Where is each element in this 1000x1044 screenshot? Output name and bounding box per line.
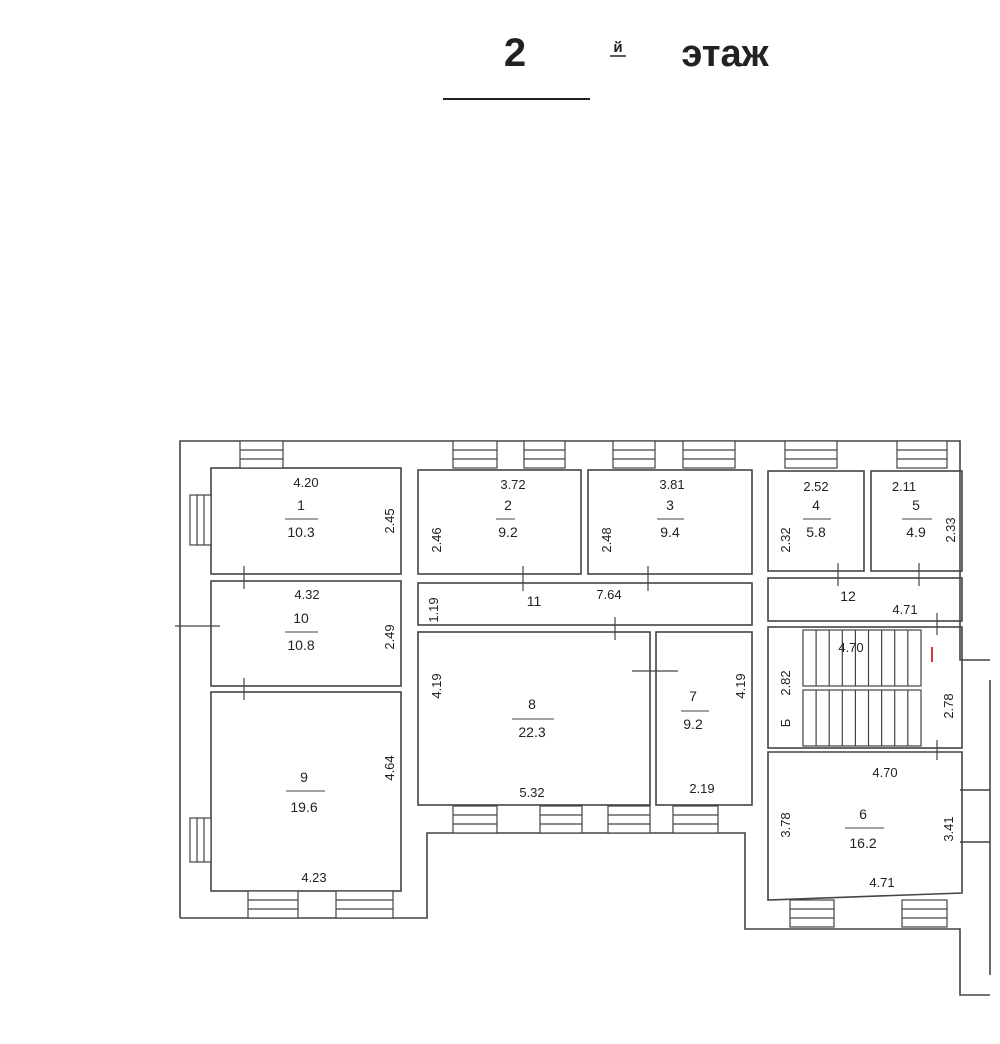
stairs-icon <box>802 629 933 747</box>
window-icon <box>189 494 212 546</box>
stairs-height-right: 2.78 <box>941 693 956 718</box>
room-height: 2.32 <box>778 527 793 552</box>
room-height: 2.45 <box>382 508 397 533</box>
window-icon <box>452 805 498 834</box>
window-icon <box>682 440 736 469</box>
room-area: 22.3 <box>518 724 545 740</box>
stairs-label: Б <box>778 719 793 728</box>
room-height-left: 3.78 <box>778 812 793 837</box>
room-area: 10.3 <box>287 524 314 540</box>
room-width: 7.64 <box>596 587 621 602</box>
window-icon <box>607 805 651 834</box>
room-height: 4.19 <box>733 673 748 698</box>
doors <box>175 563 938 760</box>
room-width: 4.71 <box>892 602 917 617</box>
room-12-corridor: 12 4.71 <box>840 588 917 617</box>
room-number: 4 <box>812 497 820 513</box>
room-height: 2.46 <box>429 527 444 552</box>
stairs-width: 4.70 <box>838 640 863 655</box>
window-icon <box>901 899 948 928</box>
window-icon <box>247 890 299 919</box>
room-number: 12 <box>840 588 856 604</box>
room-area: 4.9 <box>906 524 926 540</box>
room-area: 9.2 <box>683 716 703 732</box>
room-area: 5.8 <box>806 524 826 540</box>
room-number: 6 <box>859 806 867 822</box>
window-icon <box>612 440 656 469</box>
room-number: 3 <box>666 497 674 513</box>
room-number: 8 <box>528 696 536 712</box>
room-number: 9 <box>300 769 308 785</box>
room-9: 9 19.6 4.64 4.23 <box>286 755 397 885</box>
room-height: 1.19 <box>426 597 441 622</box>
room-width: 2.11 <box>892 479 916 494</box>
window-icon <box>335 890 394 919</box>
room-number: 5 <box>912 497 920 513</box>
room-height: 4.64 <box>382 755 397 780</box>
stairwell: 4.70 2.82 Б 2.78 <box>778 640 956 727</box>
room-width-top: 4.70 <box>872 765 897 780</box>
room-2: 3.72 2 9.2 2.46 <box>429 477 526 553</box>
room-height: 2.49 <box>382 624 397 649</box>
window-icon <box>784 440 838 469</box>
room-walls <box>210 467 963 901</box>
room-10: 4.32 10 10.8 2.49 <box>285 587 397 653</box>
room-5: 2.11 5 4.9 2.33 <box>892 479 958 543</box>
room-number: 11 <box>527 593 542 609</box>
room-width: 3.81 <box>659 477 684 492</box>
room-area: 16.2 <box>849 835 876 851</box>
window-icon <box>789 899 835 928</box>
room-6: 4.70 3.78 6 16.2 3.41 4.71 <box>778 765 956 890</box>
room-height: 2.48 <box>599 527 614 552</box>
room-height: 2.33 <box>943 517 958 542</box>
floor-number: 2 <box>504 31 526 75</box>
room-height: 4.19 <box>429 673 444 698</box>
room-width: 2.52 <box>803 479 828 494</box>
room-area: 9.4 <box>660 524 680 540</box>
window-icon <box>189 817 212 863</box>
floor-suffix: й <box>613 39 622 56</box>
room-width: 4.32 <box>294 587 319 602</box>
windows <box>189 440 948 928</box>
room-width: 5.32 <box>519 785 544 800</box>
room-number: 7 <box>689 688 697 704</box>
window-icon <box>452 440 498 469</box>
window-icon <box>523 440 566 469</box>
outer-walls <box>179 440 991 996</box>
room-7: 7 9.2 4.19 2.19 <box>681 673 748 796</box>
room-1: 4.20 1 10.3 2.45 <box>285 475 397 540</box>
room-number: 10 <box>293 610 309 626</box>
window-icon <box>896 440 948 469</box>
room-height-right: 3.41 <box>941 816 956 841</box>
floor-word: этаж <box>681 33 769 75</box>
room-3: 3.81 3 9.4 2.48 <box>599 477 685 553</box>
room-8: 4.19 8 22.3 5.32 <box>429 673 554 800</box>
room-width-bottom: 4.71 <box>869 875 894 890</box>
room-area: 10.8 <box>287 637 314 653</box>
room-width: 3.72 <box>500 477 525 492</box>
room-area: 19.6 <box>290 799 317 815</box>
room-4: 2.52 4 5.8 2.32 <box>778 479 831 553</box>
window-icon <box>672 805 719 834</box>
room-number: 2 <box>504 497 512 513</box>
room-width: 4.23 <box>301 870 326 885</box>
stairs-height-left: 2.82 <box>778 670 793 695</box>
window-icon <box>239 440 284 469</box>
room-width: 4.20 <box>293 475 318 490</box>
room-11-corridor: 1.19 11 7.64 <box>426 587 622 623</box>
room-area: 9.2 <box>498 524 518 540</box>
room-width: 2.19 <box>689 781 714 796</box>
window-icon <box>539 805 583 834</box>
room-number: 1 <box>297 497 305 513</box>
